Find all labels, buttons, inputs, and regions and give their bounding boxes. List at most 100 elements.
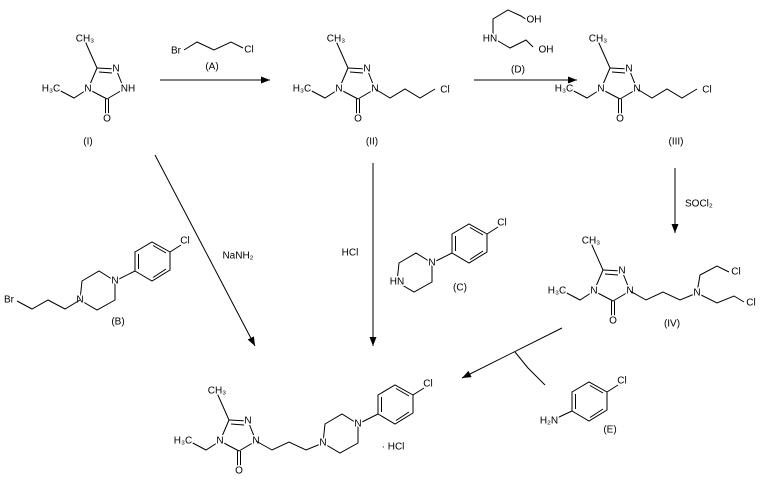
- compound-ii-n-ethyl-bond: [307, 88, 340, 99]
- product-bond: [238, 440, 257, 452]
- compound-iii-cl-label: Cl: [702, 85, 711, 96]
- compound-i-double-bond-2: [98, 71, 113, 74]
- reagent-d-arm: [492, 37, 534, 49]
- compound-iv-chloroethyl-arm: [696, 265, 730, 294]
- compound-i-n2-label: NH: [121, 84, 135, 95]
- compound-ii-cl-label: Cl: [440, 85, 449, 96]
- compound-iv-oxygen-label: O: [609, 316, 617, 327]
- reagent-d-oh-label-2: OH: [539, 45, 554, 56]
- product-n4-label: N: [216, 436, 223, 447]
- product-piperazine-ring: [322, 413, 359, 454]
- hcl-label: HCl: [342, 248, 359, 259]
- product-ch3-label: CH₃: [208, 386, 227, 397]
- product-n-ethyl-bond: [188, 440, 221, 451]
- compound-iv-cl-label: Cl: [731, 267, 740, 278]
- product-double-bond-2: [230, 423, 245, 426]
- reagent-c-phenyl-ring: [451, 223, 488, 264]
- reagent-c-aromatic-bond: [469, 250, 484, 260]
- compound-iv-n-ethyl-bond: [562, 290, 595, 301]
- product-h3c-label: H₃C: [174, 436, 193, 447]
- arrow-iv-to-product-head: [462, 370, 472, 378]
- compound-i-bond: [115, 68, 125, 90]
- compound-ii-ethyl-bond: [335, 40, 349, 69]
- reagent-b-chain: [16, 299, 81, 310]
- reagent-b-aryl-bond: [114, 270, 136, 282]
- compound-ii-n4-label: N: [335, 84, 342, 95]
- reagent-e-h2n-label: H₂N: [540, 416, 558, 427]
- compound-iv-double-bond: [602, 269, 623, 272]
- compound-i-n-ethyl-bond: [56, 88, 89, 99]
- compound-i-bond: [87, 67, 98, 90]
- product-ethyl-bond: [216, 392, 230, 421]
- compound-i-h3c-label: H₃C: [42, 84, 61, 95]
- compound-iv-n-label: N: [693, 288, 700, 299]
- reagent-b-aromatic-bond: [152, 268, 167, 278]
- compound-iv-bond: [612, 290, 631, 302]
- product-cl-label: Cl: [423, 379, 432, 390]
- compound-ii-h3c-label: H₃C: [293, 84, 312, 95]
- arrow-i-to-ii-head: [261, 76, 270, 84]
- reagent-a-label: (A): [205, 62, 218, 73]
- reagent-b-aromatic-bond: [152, 245, 167, 254]
- compound-ii-label: (II): [366, 137, 378, 148]
- arrow-i-to-product-head: [247, 336, 255, 346]
- reagent-a-br-label: Br: [171, 46, 182, 57]
- product-oxygen-label: O: [235, 466, 243, 477]
- product-bond: [219, 440, 240, 452]
- compound-ii-bond: [357, 88, 376, 100]
- nanh2-label: NaNH₂: [222, 251, 253, 262]
- reagent-c-aromatic-bond: [469, 227, 484, 236]
- reagent-e-aromatic-bond: [589, 408, 604, 418]
- reagent-c-aryl-bond: [431, 252, 453, 264]
- compound-iv-label: (IV): [664, 319, 680, 330]
- compound-ii-bond: [338, 67, 349, 90]
- product-aryl-bond: [357, 413, 379, 425]
- reagent-e-aromatic-bond: [589, 385, 604, 394]
- reagent-a-cl-label: Cl: [244, 45, 253, 56]
- compound-iii-h3c-label: H₃C: [555, 84, 574, 95]
- compound-iii-double-bond-2: [611, 71, 626, 74]
- reagent-b-label: (B): [111, 317, 124, 328]
- product-n1-label: N: [244, 416, 251, 427]
- compound-iv-ch3-label: CH₃: [582, 236, 601, 247]
- compound-iii-bond: [600, 67, 611, 90]
- compound-ii-double-bond-2: [349, 71, 364, 74]
- reagent-d-hn-label: HN: [483, 34, 497, 45]
- compound-iv-bond: [621, 270, 631, 292]
- compound-iv-bond: [593, 269, 604, 292]
- compound-iv-propyl-chain: [629, 290, 698, 301]
- compound-i-n1-label: N: [112, 64, 119, 75]
- reagent-b-piperazine-ring: [79, 270, 116, 311]
- product-phenyl-ring: [377, 384, 414, 425]
- compound-i-ethyl-bond: [84, 40, 98, 69]
- compound-iii-label: (III): [669, 137, 684, 148]
- compound-iv-h3c-label: H₃C: [548, 286, 567, 297]
- reagent-b-cl-label: Cl: [180, 236, 189, 247]
- compound-iii-double-bond: [609, 67, 630, 70]
- compound-i-ch3-label: CH₃: [76, 34, 95, 45]
- compound-ii-ch3-label: CH₃: [327, 34, 346, 45]
- compound-i-oxygen-label: O: [103, 114, 111, 125]
- compound-ii-n1-label: N: [363, 64, 370, 75]
- reagent-e-cl-bond: [606, 384, 619, 393]
- compound-iii-n1-label: N: [625, 64, 632, 75]
- reagent-c-n-label-2: HN: [390, 277, 404, 288]
- reagent-c-cl-label: Cl: [497, 218, 506, 229]
- reagent-d-arm: [492, 9, 528, 38]
- product-cl-bond: [412, 387, 425, 396]
- compound-iv-bond: [593, 290, 614, 302]
- compound-iv-n1-label: N: [618, 266, 625, 277]
- product-hcl-salt-label: · HCl: [382, 442, 405, 453]
- arrow-ii-to-iii-head: [568, 76, 577, 84]
- product-aromatic-bond: [395, 411, 410, 421]
- compound-iii-bond: [600, 88, 621, 100]
- reagent-e-amine-bond: [556, 410, 573, 419]
- compound-iii-propyl-chain: [636, 88, 698, 99]
- compound-i-double-bond: [96, 67, 117, 70]
- compound-iii-bond: [628, 68, 638, 90]
- compound-iii-oxygen-label: O: [616, 114, 624, 125]
- reagent-e-cl-label: Cl: [617, 376, 626, 387]
- reagent-c-label: (C): [453, 283, 467, 294]
- reagent-d-oh-label: OH: [527, 15, 542, 26]
- product-double-bond: [228, 419, 249, 422]
